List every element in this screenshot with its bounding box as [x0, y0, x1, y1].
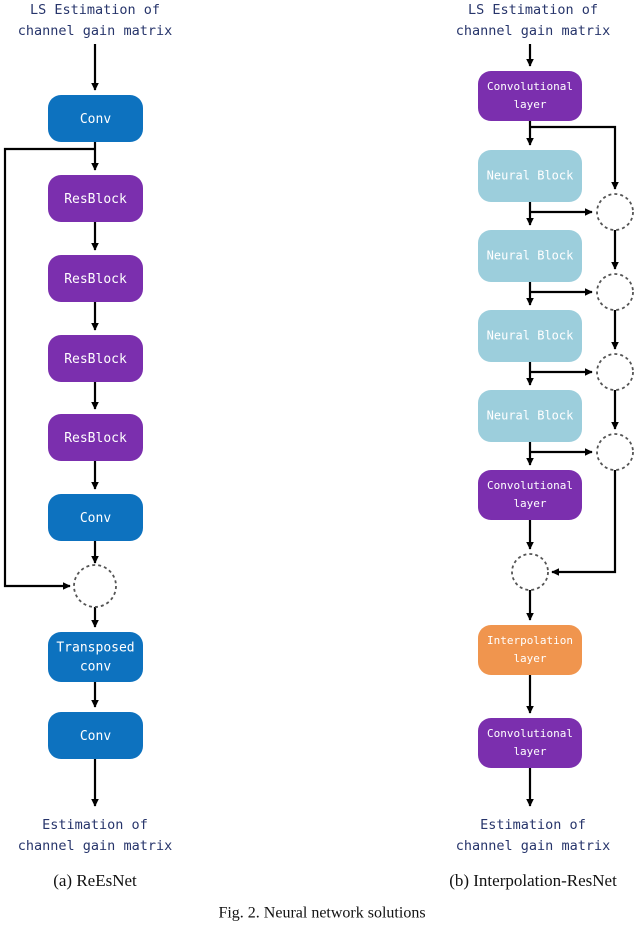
panel-a-output-label-line2: channel gain matrix — [18, 838, 172, 854]
node-conv-layer-mid-label-line1: Convolutional — [487, 479, 573, 492]
node-conv-layer-bottom[interactable]: Convolutional layer — [478, 718, 582, 768]
skip-conv-top-to-sum1 — [530, 125, 619, 190]
node-conv-layer-bottom-label-line2: layer — [513, 745, 546, 758]
node-transposed-conv-label-line1: Transposed — [56, 641, 134, 656]
node-conv-top-label: Conv — [80, 112, 111, 127]
node-conv-layer-top[interactable]: Convolutional layer — [478, 71, 582, 121]
sum-node-b3[interactable] — [596, 353, 634, 391]
panel-a-output-label-line1: Estimation of — [42, 817, 148, 833]
node-neural-block-4[interactable]: Neural Block — [478, 390, 582, 442]
node-conv-bottom-label: Conv — [80, 729, 111, 744]
node-neural-block-1[interactable]: Neural Block — [478, 150, 582, 202]
node-conv-layer-mid-label-line2: layer — [513, 497, 546, 510]
node-conv-bottom[interactable]: Conv — [48, 712, 143, 759]
panel-a-edges — [3, 44, 99, 807]
node-conv-layer-top-label-line1: Convolutional — [487, 80, 573, 93]
panel-a-input-label-line2: channel gain matrix — [18, 23, 172, 39]
sum-node-b5[interactable] — [511, 553, 549, 591]
skip-connection-conv-to-sum — [3, 147, 95, 590]
node-resblock-1-label: ResBlock — [64, 192, 127, 207]
panel-b-output-label-line1: Estimation of — [480, 817, 586, 833]
node-neural-block-3[interactable]: Neural Block — [478, 310, 582, 362]
panel-a-nodes: Conv ResBlock ResBlock ResBlock ResBlock… — [48, 95, 143, 759]
node-conv-mid[interactable]: Conv — [48, 494, 143, 541]
node-resblock-2[interactable]: ResBlock — [48, 255, 143, 302]
panel-b-subcaption: (b) Interpolation-ResNet — [449, 871, 617, 890]
skip-sum4-to-sum5 — [551, 470, 617, 576]
panel-b-output-label-line2: channel gain matrix — [456, 838, 610, 854]
node-resblock-4-label: ResBlock — [64, 431, 127, 446]
panel-a-subcaption: (a) ReEsNet — [53, 871, 137, 890]
sum-node-a[interactable] — [73, 564, 117, 608]
node-resblock-2-label: ResBlock — [64, 272, 127, 287]
node-conv-layer-mid[interactable]: Convolutional layer — [478, 470, 582, 520]
sum-node-b4[interactable] — [596, 433, 634, 471]
node-conv-top[interactable]: Conv — [48, 95, 143, 142]
node-resblock-4[interactable]: ResBlock — [48, 414, 143, 461]
node-neural-block-4-label: Neural Block — [487, 409, 574, 423]
node-interpolation-layer-label-line2: layer — [513, 652, 546, 665]
node-interpolation-layer[interactable]: Interpolation layer — [478, 625, 582, 675]
node-resblock-3[interactable]: ResBlock — [48, 335, 143, 382]
panel-a-input-label-line1: LS Estimation of — [30, 2, 160, 18]
node-resblock-3-label: ResBlock — [64, 352, 127, 367]
node-neural-block-2[interactable]: Neural Block — [478, 230, 582, 282]
node-neural-block-3-label: Neural Block — [487, 329, 574, 343]
sum-node-b1[interactable] — [596, 193, 634, 231]
node-interpolation-layer-label-line1: Interpolation — [487, 634, 573, 647]
panel-a: LS Estimation of channel gain matrix Con… — [3, 2, 172, 890]
node-neural-block-2-label: Neural Block — [487, 249, 574, 263]
panel-b-edges — [526, 44, 619, 807]
node-conv-layer-bottom-label-line1: Convolutional — [487, 727, 573, 740]
node-transposed-conv[interactable]: Transposed conv — [48, 632, 143, 682]
node-resblock-1[interactable]: ResBlock — [48, 175, 143, 222]
panel-b-input-label-line2: channel gain matrix — [456, 23, 610, 39]
figure-caption: Fig. 2. Neural network solutions — [218, 905, 425, 922]
node-transposed-conv-label-line2: conv — [80, 660, 111, 675]
node-conv-mid-label: Conv — [80, 511, 111, 526]
panel-b-nodes: Convolutional layer Neural Block Neural … — [478, 71, 634, 768]
panel-b: LS Estimation of channel gain matrix — [449, 2, 634, 890]
node-neural-block-1-label: Neural Block — [487, 169, 574, 183]
sum-node-b2[interactable] — [596, 273, 634, 311]
node-conv-layer-top-label-line2: layer — [513, 98, 546, 111]
panel-b-input-label-line1: LS Estimation of — [468, 2, 598, 18]
